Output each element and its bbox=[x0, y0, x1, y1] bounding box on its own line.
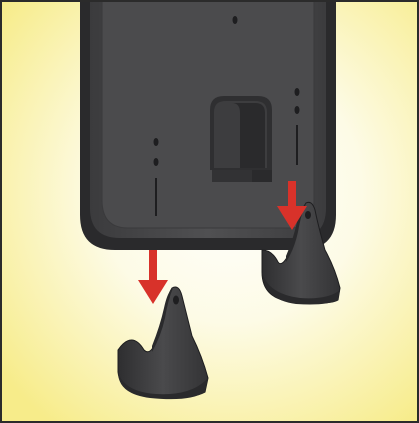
foot-slot-right bbox=[296, 125, 298, 165]
arrow-down-left bbox=[138, 250, 168, 304]
screw-hole bbox=[294, 88, 300, 96]
device-back bbox=[80, 0, 336, 250]
screw-hole bbox=[232, 16, 238, 24]
stand-foot-right bbox=[261, 201, 341, 305]
stand-foot-left bbox=[117, 286, 209, 400]
arrow-down-right bbox=[277, 181, 307, 230]
screw-hole bbox=[153, 158, 159, 166]
screw-hole bbox=[294, 106, 300, 114]
screw-hole bbox=[153, 138, 159, 146]
connector-block bbox=[210, 96, 272, 182]
foot-slot-left bbox=[155, 178, 157, 216]
